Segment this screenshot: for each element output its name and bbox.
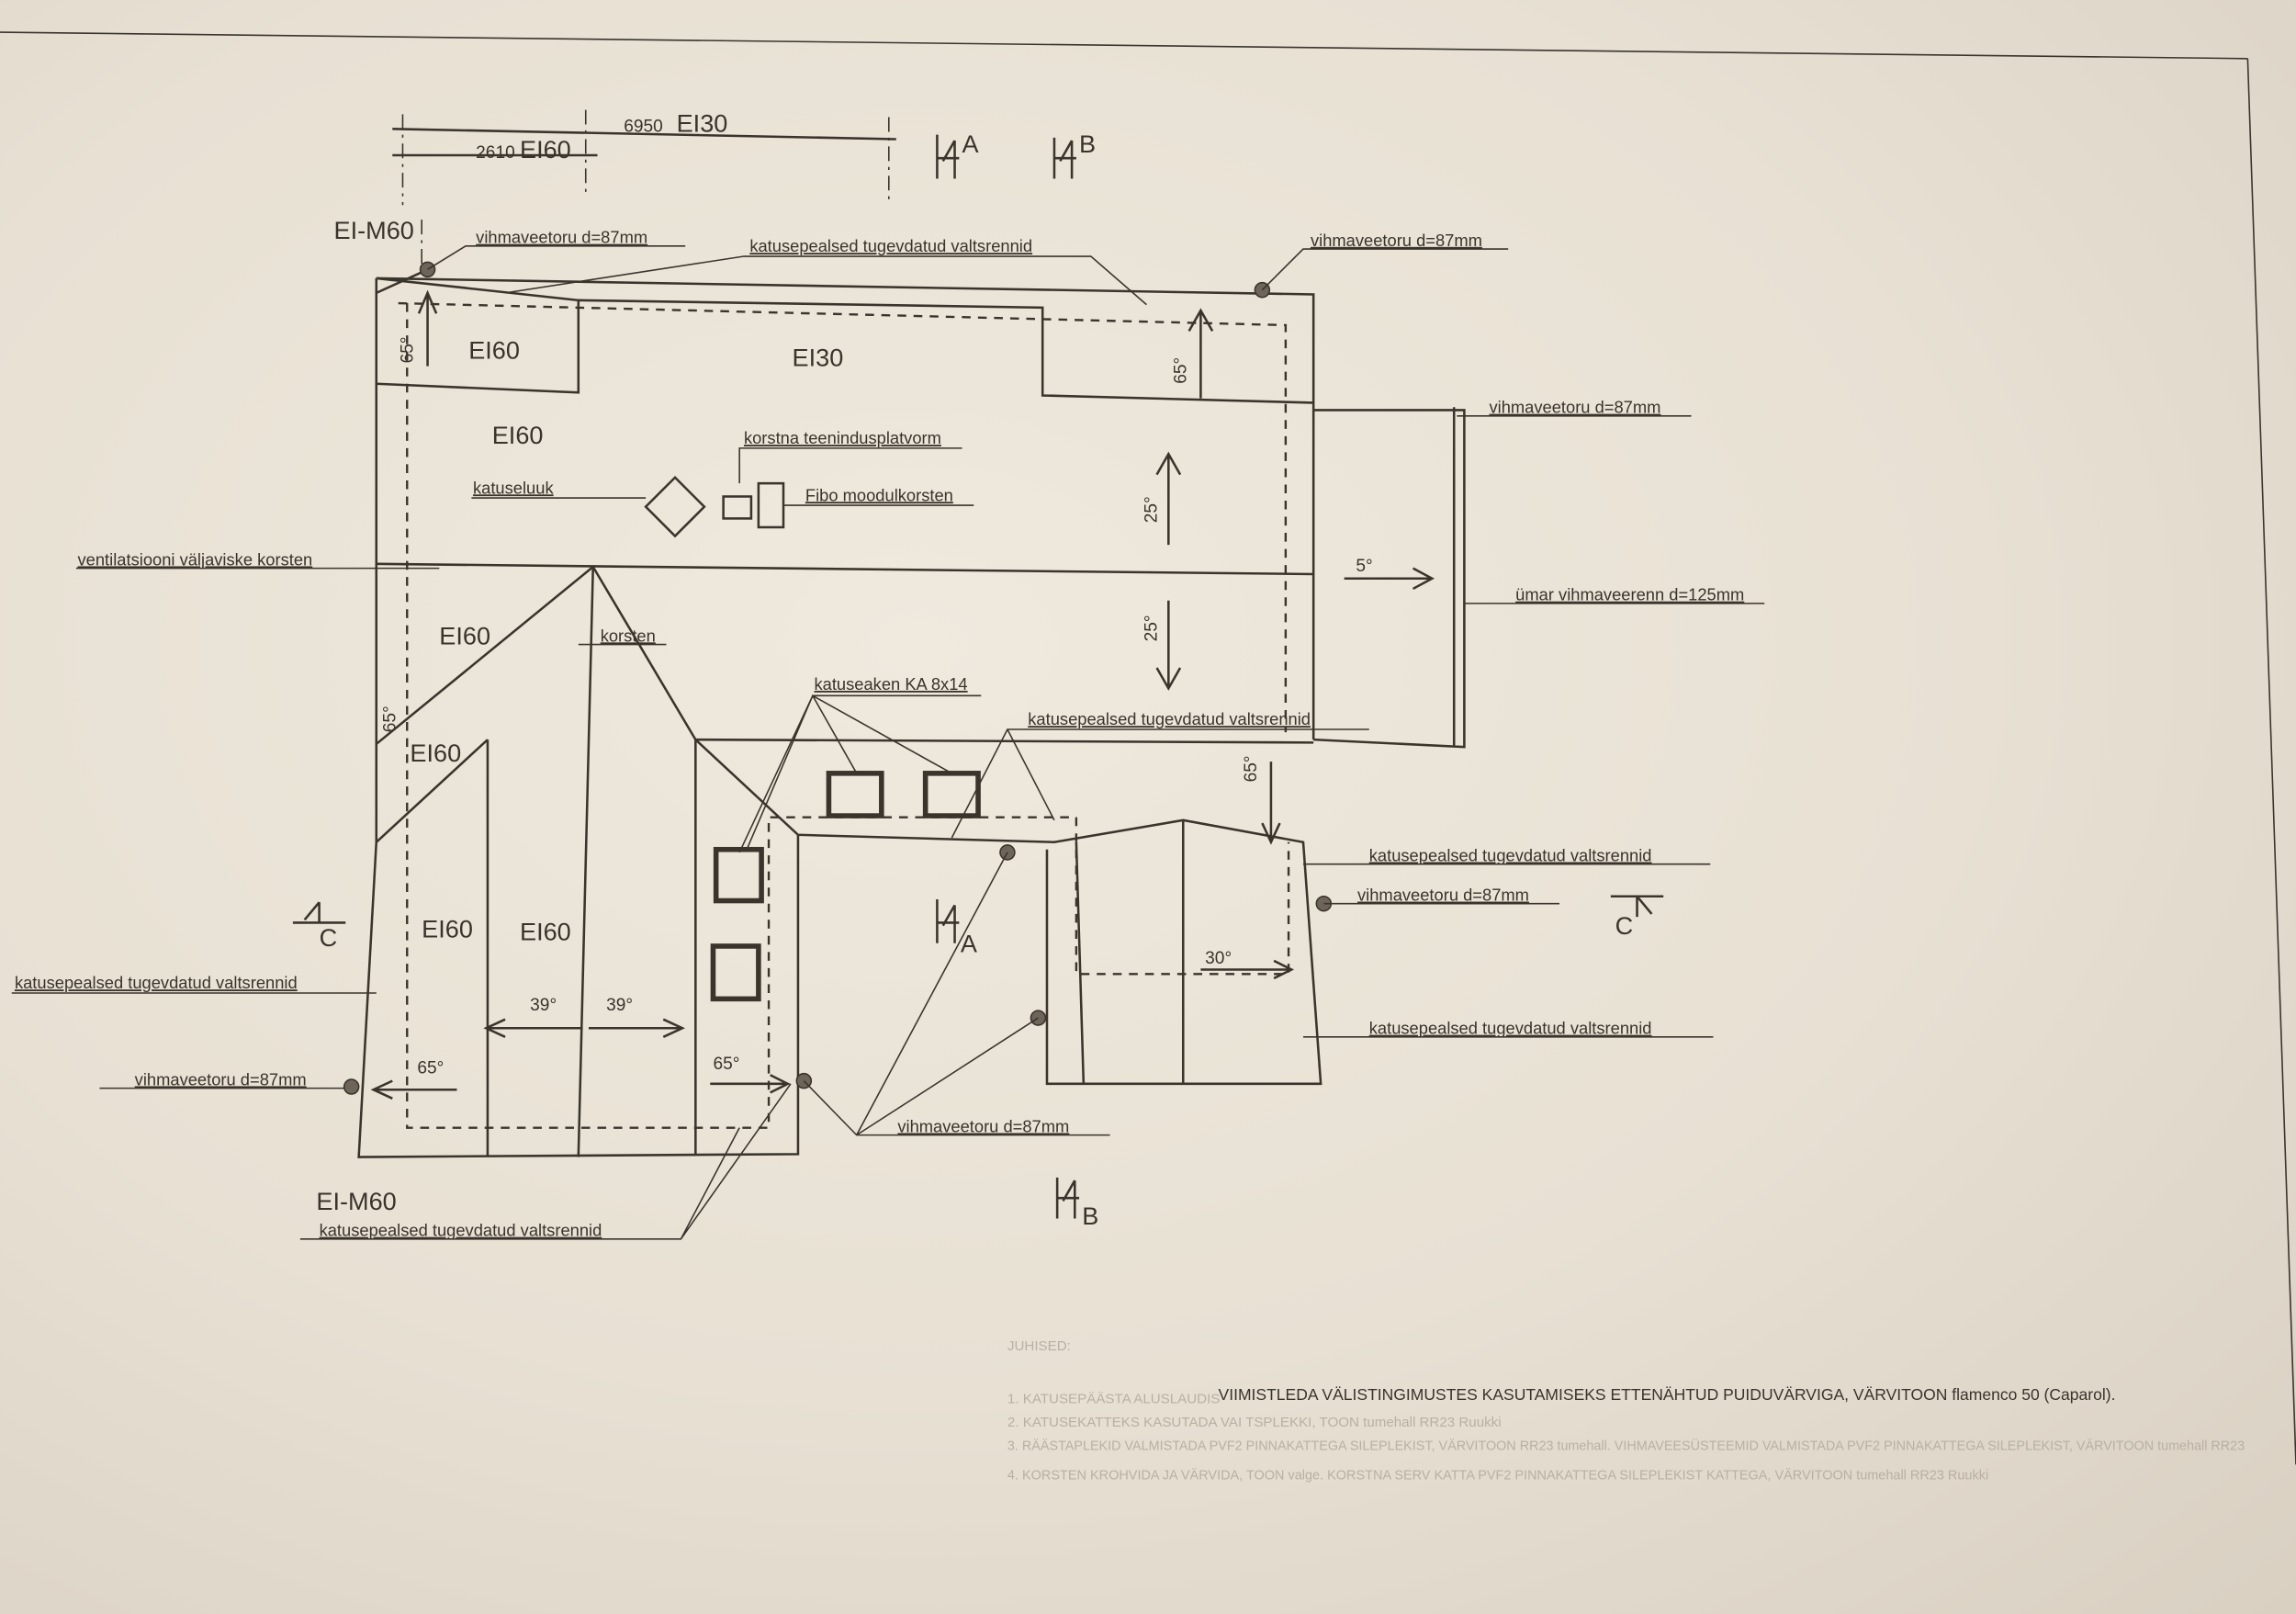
zone-ei-m60-top: EI-M60 — [334, 216, 414, 244]
dim-6950: 6950 — [624, 117, 663, 136]
roof-window — [826, 771, 884, 818]
note-2: 2. KATUSEKATTEKS KASUTADA VAI TSPLEKKI, … — [1007, 1415, 1502, 1430]
note-1-prefix: 1. KATUSEPÄÄSTA ALUSLAUDIS — [1007, 1391, 1220, 1406]
section-mark-c-left: C — [292, 901, 346, 952]
slope-arrows — [370, 289, 1435, 1100]
slope-65-top: 65° — [1171, 357, 1190, 384]
label-gutters: katusepealsed tugevdatud valtsrennid — [15, 973, 298, 992]
section-mark-a-top: A — [936, 130, 980, 179]
label-vent-chimney: ventilatsiooni väljaviske korsten — [78, 549, 313, 569]
downpipe-icon — [999, 844, 1016, 861]
section-mark-b-top: B — [1052, 130, 1096, 179]
fibo-chimney-symbol — [757, 481, 785, 529]
section-mark-a-mid: A — [936, 898, 978, 957]
slope-65-left: 65° — [399, 336, 418, 363]
dimension-lines — [392, 109, 896, 264]
chimney-platform-symbol — [722, 495, 753, 520]
roof-window — [922, 771, 981, 818]
downpipe-icon — [343, 1078, 360, 1095]
dashed-inner-outline — [398, 301, 1290, 1129]
slope-39-left: 39° — [530, 996, 557, 1015]
note-4: 4. KORSTEN KROHVIDA JA VÄRVIDA, TOON val… — [1007, 1467, 1988, 1483]
downpipe-icon — [419, 261, 436, 278]
dim-2610: 2610 — [476, 143, 515, 163]
svg-text:B: B — [1079, 130, 1096, 158]
label-gutters: katusepealsed tugevdatud valtsrennid — [1369, 845, 1652, 864]
zone-ei60: EI60 — [422, 914, 473, 942]
roof-window — [713, 846, 764, 904]
svg-text:A: A — [962, 130, 980, 158]
slope-39-right: 39° — [606, 996, 633, 1015]
label-gutters: katusepealsed tugevdatud valtsrennid — [1369, 1019, 1652, 1038]
notes-heading: JUHISED: — [1007, 1338, 1071, 1354]
roof-windows — [710, 771, 981, 1002]
label-downpipe: vihmaveetoru d=87mm — [476, 228, 647, 247]
zone-ei60: EI60 — [520, 918, 571, 946]
label-gutters: katusepealsed tugevdatud valtsrennid — [1028, 709, 1311, 728]
label-chimney: korsten — [601, 626, 656, 645]
slope-65-right: 65° — [1242, 755, 1261, 782]
slope-25-down: 25° — [1142, 615, 1162, 641]
label-roof-hatch: katuseluuk — [473, 478, 554, 497]
slope-65-gable: 65° — [380, 705, 400, 732]
zone-ei-m60-bottom: EI-M60 — [316, 1187, 396, 1215]
leader-lines — [11, 245, 1765, 1240]
dim-6950-zone: EI30 — [677, 108, 728, 137]
section-mark-c-right: C — [1610, 895, 1664, 940]
slope-5: 5° — [1356, 557, 1372, 576]
roof-window — [710, 943, 761, 1002]
svg-text:C: C — [1615, 911, 1634, 940]
label-round-gutter: ümar vihmaveerenn d=125mm — [1515, 585, 1744, 604]
svg-text:B: B — [1082, 1202, 1098, 1230]
label-fibo-chimney: Fibo moodulkorsten — [805, 485, 953, 504]
label-downpipe: vihmaveetoru d=87mm — [1357, 886, 1529, 905]
label-downpipe: vihmaveetoru d=87mm — [1489, 398, 1660, 417]
slope-30: 30° — [1205, 949, 1232, 968]
zone-ei60: EI60 — [468, 336, 520, 365]
slope-65-bottom: 65° — [417, 1059, 444, 1078]
note-3: 3. RÄÄSTAPLEKID VALMISTADA PVF2 PINNAKAT… — [1007, 1437, 2245, 1453]
roof-outline — [357, 269, 1466, 1158]
label-downpipe: vihmaveetoru d=87mm — [1311, 231, 1482, 250]
label-chimney-platform: korstna teenindusplatvorm — [744, 428, 941, 447]
zone-ei60: EI60 — [439, 622, 490, 650]
svg-text:C: C — [320, 923, 338, 952]
sheet-border — [0, 31, 2248, 60]
zone-ei30: EI30 — [793, 344, 844, 372]
dim-2610-zone: EI60 — [520, 135, 571, 164]
downpipe-icons — [343, 261, 1333, 1095]
section-mark-b-bottom: B — [1055, 1177, 1098, 1230]
roof-hatch-symbol — [644, 475, 706, 538]
sheet-border-right — [2246, 58, 2296, 1465]
note-1: VIIMISTLEDA VÄLISTINGIMUSTES KASUTAMISEK… — [1219, 1385, 2116, 1404]
label-gutters: katusepealsed tugevdatud valtsrennid — [320, 1221, 602, 1240]
label-downpipe: vihmaveetoru d=87mm — [135, 1069, 307, 1089]
notes-block: JUHISED: 1. KATUSEPÄÄSTA ALUSLAUDIS VIIM… — [1007, 1338, 2245, 1483]
label-downpipe: vihmaveetoru d=87mm — [897, 1116, 1069, 1135]
zone-ei60: EI60 — [492, 421, 544, 449]
slope-25-up: 25° — [1142, 496, 1162, 523]
label-gutters: katusepealsed tugevdatud valtsrennid — [749, 236, 1032, 255]
label-roof-window: katuseaken KA 8x14 — [814, 674, 967, 694]
zone-ei60: EI60 — [410, 739, 461, 767]
slope-65-mid: 65° — [713, 1055, 739, 1074]
svg-text:A: A — [961, 929, 978, 957]
